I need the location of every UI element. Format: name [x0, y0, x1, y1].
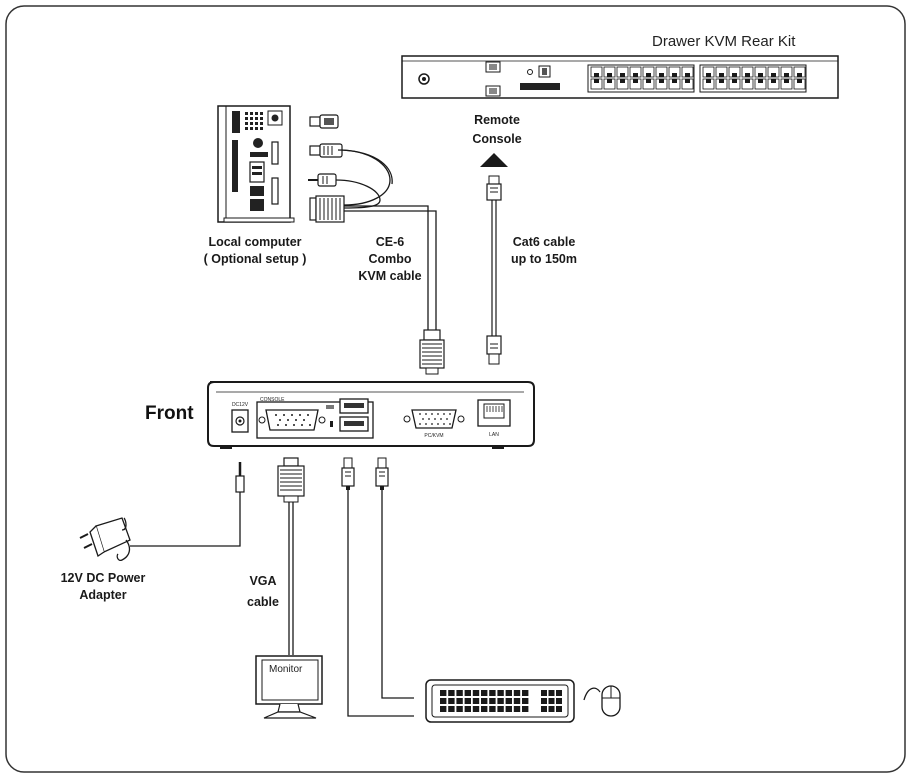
remote-console-label: Remote Console: [452, 111, 542, 149]
console-port-group: [256, 401, 374, 439]
key: [456, 698, 463, 704]
key: [522, 706, 529, 712]
monitor-icon: [255, 655, 323, 719]
key: [464, 690, 471, 696]
key: [497, 698, 504, 704]
vga-cable-label: VGA cable: [238, 571, 288, 613]
console-label: CONSOLE: [260, 397, 285, 403]
key: [505, 706, 512, 712]
key: [541, 690, 547, 696]
connector-strip-icon: [520, 83, 560, 90]
key: [448, 698, 455, 704]
vga-port-icon: [265, 409, 319, 431]
ce6-vga-plug: [419, 329, 445, 375]
pckvm-port-icon: [411, 409, 457, 429]
key: [513, 690, 521, 696]
key: [505, 698, 512, 704]
key: [541, 698, 547, 704]
key: [440, 698, 447, 704]
vga-cable: [277, 457, 305, 655]
key: [472, 690, 480, 696]
local-computer-line1: Local computer: [208, 235, 302, 249]
key: [548, 698, 555, 704]
usb-cables: [341, 457, 414, 717]
vga-line2: cable: [247, 595, 279, 609]
key: [548, 706, 555, 712]
key: [440, 690, 447, 696]
front-label: Front: [145, 403, 194, 424]
key: [481, 690, 488, 696]
key: [505, 690, 512, 696]
mouse-icon: [583, 685, 621, 717]
key: [440, 706, 447, 712]
rear-kit-panel: [401, 55, 839, 99]
ce6-line1: CE-6: [375, 235, 405, 249]
port-bank-left: [587, 64, 695, 93]
ce6-line3: KVM cable: [358, 269, 422, 283]
dc-in-label: DC12V: [232, 402, 249, 408]
local-computer-label: Local computer ( Optional setup ): [190, 234, 320, 268]
key: [541, 706, 547, 712]
cat6-cable-label: Cat6 cable up to 150m: [496, 234, 592, 268]
key: [489, 706, 496, 712]
key: [464, 706, 471, 712]
key: [489, 690, 496, 696]
key: [513, 698, 521, 704]
cat6-cable: [486, 175, 502, 365]
key: [556, 706, 562, 712]
keyboard-icon: [425, 679, 575, 723]
key: [456, 706, 463, 712]
key: [456, 690, 463, 696]
ce6-cable-label: CE-6 Combo KVM cable: [345, 234, 435, 285]
pckvm-label: PC/KVM: [424, 433, 443, 439]
key: [472, 706, 480, 712]
monitor-label: Monitor: [269, 664, 303, 675]
ce6-cable: [335, 149, 437, 330]
key: [497, 706, 504, 712]
local-computer-icon: [217, 105, 295, 223]
power-adapter-line1: 12V DC Power: [60, 571, 146, 585]
key: [556, 690, 562, 696]
local-computer-line2: ( Optional setup ): [203, 252, 307, 266]
diagram-title: Drawer KVM Rear Kit: [652, 33, 796, 50]
key: [448, 690, 455, 696]
key: [481, 706, 488, 712]
port-bank-right: [699, 64, 807, 93]
remote-console-line1: Remote: [474, 113, 520, 127]
key: [522, 698, 529, 704]
ce6-plugs: [308, 114, 345, 223]
up-arrow-icon: [480, 153, 508, 167]
key: [481, 698, 488, 704]
key: [448, 706, 455, 712]
key: [556, 698, 562, 704]
key: [464, 698, 471, 704]
ce6-line2: Combo: [368, 252, 412, 266]
power-adapter-line2: Adapter: [79, 588, 127, 602]
key: [489, 698, 496, 704]
key: [522, 690, 529, 696]
key: [497, 690, 504, 696]
key: [513, 706, 521, 712]
kvm-device-front: DC12V CONSOLE PC/KVM: [207, 381, 535, 449]
key: [548, 690, 555, 696]
remote-console-line2: Console: [472, 132, 522, 146]
power-adapter-label: 12V DC Power Adapter: [48, 570, 158, 604]
vga-line1: VGA: [249, 574, 277, 588]
key: [472, 698, 480, 704]
lan-label: LAN: [489, 432, 499, 438]
cat6-line1: Cat6 cable: [512, 235, 576, 249]
power-adapter-icon: [79, 462, 245, 562]
cat6-line2: up to 150m: [511, 252, 577, 266]
diagram-frame: [5, 5, 906, 773]
